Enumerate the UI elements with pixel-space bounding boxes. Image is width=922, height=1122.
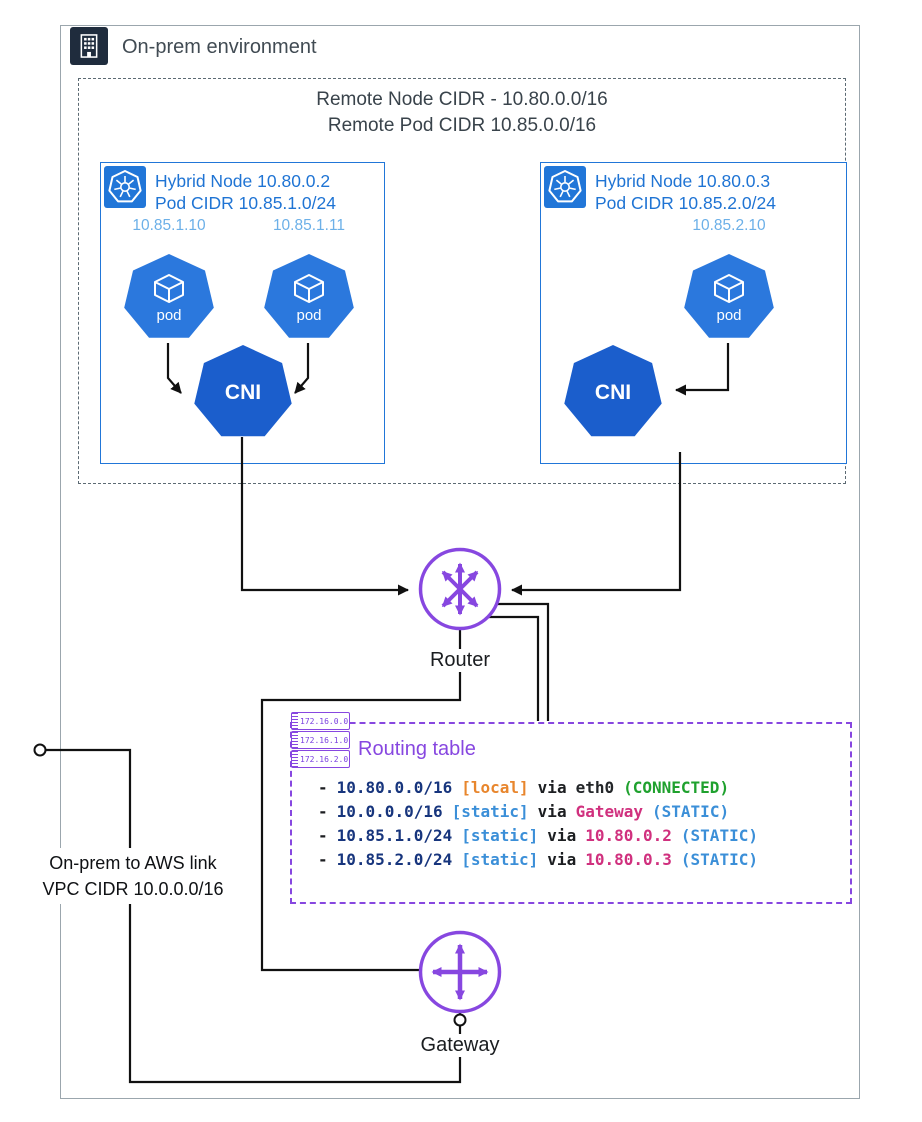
node-title: Hybrid Node 10.80.0.3 xyxy=(595,171,771,191)
pod-label: pod xyxy=(156,306,182,324)
pod-ip-label: 10.85.1.11 xyxy=(272,217,346,234)
router-icon xyxy=(416,545,504,633)
pod-label: pod xyxy=(296,306,322,324)
route-target: 10.80.0.3 xyxy=(585,850,672,869)
subnet-badge-icon: 172.16.1.0 xyxy=(291,731,350,749)
subnet-badge-label: 172.16.0.0 xyxy=(300,716,349,726)
gateway-label: Gateway xyxy=(398,1034,522,1057)
cni-icon: CNI xyxy=(194,345,292,437)
link-endpoint-icon xyxy=(33,743,47,757)
subnet-badge-icon: 172.16.2.0 xyxy=(291,750,350,768)
hybrid-node-1-box: Hybrid Node 10.80.0.2 Pod CIDR 10.85.1.0… xyxy=(100,162,385,464)
node-pod-cidr: Pod CIDR 10.85.2.0/24 xyxy=(595,193,776,213)
route-dash: - xyxy=(318,850,328,869)
route-entry: - 10.85.1.0/24 [static] via 10.80.0.2 (S… xyxy=(318,826,758,845)
route-dash: - xyxy=(318,778,328,797)
node-pod-cidr: Pod CIDR 10.85.1.0/24 xyxy=(155,193,336,213)
link-label-line1: On-prem to AWS link xyxy=(49,853,217,873)
route-entry: - 10.80.0.0/16 [local] via eth0 (CONNECT… xyxy=(318,778,758,797)
route-prefix: 10.0.0.0/16 xyxy=(336,802,443,821)
routing-table-title: Routing table xyxy=(358,738,476,760)
pod-label: pod xyxy=(716,306,742,324)
route-target: Gateway xyxy=(575,802,644,821)
router-label: Router xyxy=(400,649,520,672)
route-target: eth0 xyxy=(575,778,615,797)
route-status: (STATIC) xyxy=(652,802,730,821)
kubernetes-icon xyxy=(544,166,586,208)
route-via: via xyxy=(547,826,577,845)
cube-icon xyxy=(154,273,184,303)
onprem-environment-box xyxy=(60,25,860,1099)
route-prefix: 10.85.1.0/24 xyxy=(336,826,453,845)
onprem-aws-link-label: On-prem to AWS link VPC CIDR 10.0.0.0/16 xyxy=(26,848,240,904)
node-title: Hybrid Node 10.80.0.2 xyxy=(155,171,331,191)
route-type: [local] xyxy=(461,778,529,797)
cni-label: CNI xyxy=(594,381,632,404)
routing-table: Routing table - 10.80.0.0/16 [local] via… xyxy=(290,722,852,904)
route-via: via xyxy=(537,778,567,797)
remote-node-cidr-label: Remote Node CIDR - 10.80.0.0/16 xyxy=(316,89,608,110)
route-target: 10.80.0.2 xyxy=(585,826,672,845)
route-entry: - 10.0.0.0/16 [static] via Gateway (STAT… xyxy=(318,802,758,821)
pod-icon: pod xyxy=(264,254,354,338)
route-status: (STATIC) xyxy=(680,826,758,845)
pod-icon: pod xyxy=(684,254,774,338)
routing-table-entries: - 10.80.0.0/16 [local] via eth0 (CONNECT… xyxy=(318,778,758,869)
kubernetes-icon xyxy=(104,166,146,208)
cni-icon: CNI xyxy=(564,345,662,437)
hybrid-node-2-box: Hybrid Node 10.80.0.3 Pod CIDR 10.85.2.0… xyxy=(540,162,847,464)
subnet-badge-label: 172.16.2.0 xyxy=(300,754,349,764)
link-label-line2: VPC CIDR 10.0.0.0/16 xyxy=(42,879,224,899)
pod-ip-label: 10.85.2.10 xyxy=(692,217,766,234)
subnet-badge-icon: 172.16.0.0 xyxy=(291,712,350,730)
pod-icon: pod xyxy=(124,254,214,338)
building-icon xyxy=(70,27,108,65)
route-status: (STATIC) xyxy=(680,850,758,869)
route-via: via xyxy=(547,850,577,869)
subnet-badge-label: 172.16.1.0 xyxy=(300,735,349,745)
route-entry: - 10.85.2.0/24 [static] via 10.80.0.3 (S… xyxy=(318,850,758,869)
route-type: [static] xyxy=(461,826,539,845)
route-prefix: 10.80.0.0/16 xyxy=(336,778,453,797)
cni-label: CNI xyxy=(224,381,262,404)
cube-icon xyxy=(294,273,324,303)
route-dash: - xyxy=(318,826,328,845)
route-via: via xyxy=(537,802,567,821)
remote-pod-cidr-label: Remote Pod CIDR 10.85.0.0/16 xyxy=(327,115,597,136)
cube-icon xyxy=(714,273,744,303)
route-type: [static] xyxy=(461,850,539,869)
pod-ip-label: 10.85.1.10 xyxy=(132,217,206,234)
route-status: (CONNECTED) xyxy=(623,778,730,797)
route-dash: - xyxy=(318,802,328,821)
route-prefix: 10.85.2.0/24 xyxy=(336,850,453,869)
onprem-environment-title: On-prem environment xyxy=(122,36,317,58)
route-type: [static] xyxy=(451,802,529,821)
gateway-icon xyxy=(416,928,504,1016)
